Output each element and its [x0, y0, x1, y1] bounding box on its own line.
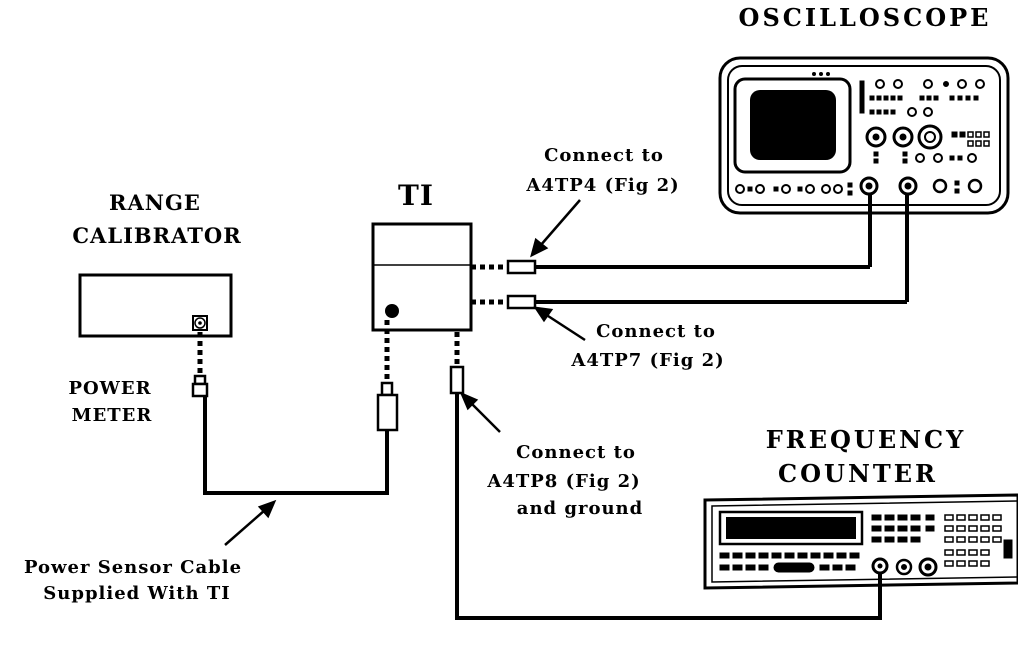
- ti-power-sensor-port: [385, 304, 399, 318]
- power-meter-label-line1: POWER: [68, 378, 151, 399]
- power-sensor-head: [376, 381, 399, 432]
- frequency-counter-title-line2: COUNTER: [778, 459, 938, 488]
- power-meter-cable-connector: [191, 374, 209, 398]
- tp7-callout-line1: Connect to: [596, 321, 716, 342]
- frequency-counter-title-line1: FREQUENCY: [766, 425, 967, 454]
- tp8-callout-line3: and ground: [517, 498, 643, 519]
- counter-cable: [455, 393, 882, 620]
- oscilloscope-controls: [735, 79, 990, 196]
- tp7-callout-line2: A4TP7 (Fig 2): [570, 350, 724, 371]
- ti-unit: TI: [371, 179, 473, 332]
- cables: [197, 193, 909, 620]
- connectors: [191, 259, 537, 432]
- tp8-callout-arrow: [469, 401, 501, 433]
- tp8-callout-line1: Connect to: [516, 442, 636, 463]
- tp7-probe-tip: [506, 294, 537, 310]
- cable-callout-line2: Supplied With TI: [43, 583, 230, 604]
- range-calibrator: RANGE CALIBRATOR POWER METER: [68, 190, 241, 426]
- power-sensor-cable: [203, 396, 389, 495]
- oscilloscope: OSCILLOSCOPE: [718, 3, 1010, 215]
- tp4-callout-line1: Connect to: [544, 145, 664, 166]
- cable-callout-arrow: [224, 509, 266, 546]
- ti-title: TI: [398, 179, 434, 212]
- callout-arrows: [224, 199, 586, 546]
- callouts: Connect to A4TP4 (Fig 2) Connect to A4TP…: [24, 145, 724, 604]
- tp8-probe-tip: [449, 365, 465, 395]
- frequency-counter: FREQUENCY COUNTER: [703, 425, 1018, 590]
- tp7-callout-arrow: [544, 312, 586, 342]
- power-meter-label-line2: METER: [72, 405, 153, 426]
- power-meter-port-icon: [192, 315, 208, 331]
- tp4-callout-line2: A4TP4 (Fig 2): [525, 175, 679, 196]
- tp8-callout-line2: A4TP8 (Fig 2): [486, 471, 640, 492]
- range-calibrator-title-line2: CALIBRATOR: [72, 223, 241, 248]
- tp4-probe-tip: [506, 259, 537, 275]
- ti-box: [371, 222, 473, 332]
- frequency-counter-controls: [719, 514, 1013, 577]
- range-calibrator-title-line1: RANGE: [109, 190, 201, 215]
- tp4-callout-arrow: [539, 199, 581, 247]
- oscilloscope-title: OSCILLOSCOPE: [739, 3, 992, 32]
- cable-callout-line1: Power Sensor Cable: [24, 557, 242, 578]
- range-calibrator-box: [78, 273, 233, 338]
